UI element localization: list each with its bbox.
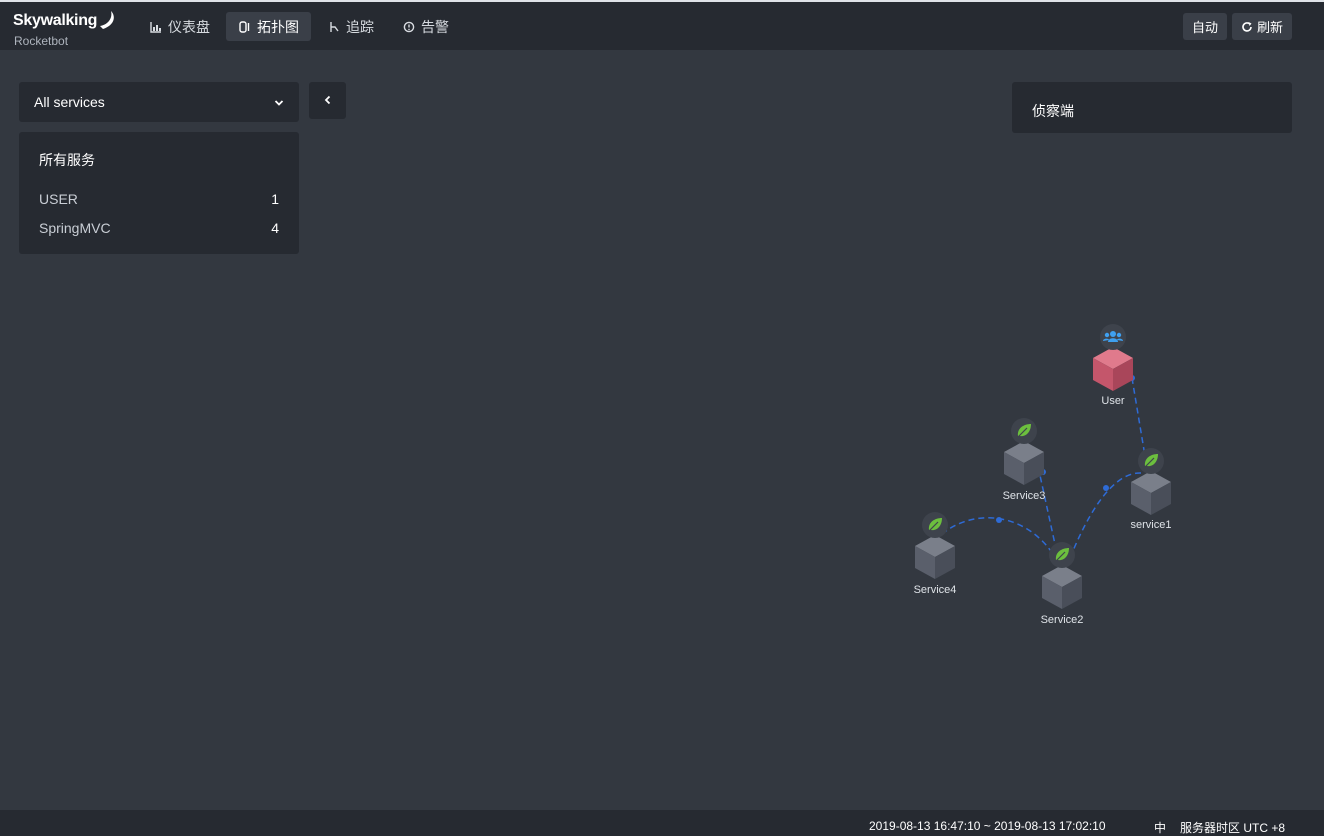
service-row-user[interactable]: USER 1 xyxy=(39,191,279,220)
refresh-button-label: 刷新 xyxy=(1256,20,1283,35)
all-services-title: 所有服务 xyxy=(39,152,95,168)
service-count: 1 xyxy=(271,191,279,207)
users-icon xyxy=(1100,324,1126,350)
spring-leaf-icon xyxy=(1010,417,1038,445)
nav-dashboard[interactable]: 仪表盘 xyxy=(137,12,222,41)
node-label: service1 xyxy=(1131,519,1172,531)
spring-leaf-icon xyxy=(1137,447,1165,475)
topology-icon xyxy=(238,20,252,34)
footer-bar: 2019-08-13 16:47:10 ~ 2019-08-13 17:02:1… xyxy=(0,810,1324,836)
nav-trace[interactable]: 追踪 xyxy=(315,12,386,41)
node-label: Service2 xyxy=(1041,614,1084,626)
topology-node-service4[interactable]: Service4 xyxy=(914,511,957,596)
topology-node-user[interactable]: User xyxy=(1093,324,1133,407)
main-nav: 仪表盘 拓扑图 追踪 告警 xyxy=(137,12,461,41)
detection-title: 侦察端 xyxy=(1032,103,1074,119)
time-range[interactable]: 2019-08-13 16:47:10 ~ 2019-08-13 17:02:1… xyxy=(869,819,1106,833)
header-actions: 自动 刷新 xyxy=(1182,13,1292,40)
nav-alarm[interactable]: 告警 xyxy=(390,12,461,41)
alarm-icon xyxy=(402,20,416,34)
service-name: USER xyxy=(39,191,78,207)
all-services-card: 所有服务 USER 1 SpringMVC 4 xyxy=(19,132,299,254)
service-select-value: All services xyxy=(34,94,105,110)
refresh-button[interactable]: 刷新 xyxy=(1231,13,1292,40)
nav-dashboard-label: 仪表盘 xyxy=(168,18,210,35)
chevron-down-icon xyxy=(274,94,284,110)
node-label: Service3 xyxy=(1003,490,1046,502)
topology-node-service3[interactable]: Service3 xyxy=(1003,417,1046,502)
spring-leaf-icon xyxy=(921,511,949,539)
top-header: Skywalking Rocketbot 仪表盘 拓扑图 追踪 xyxy=(0,2,1324,50)
nav-trace-label: 追踪 xyxy=(346,18,374,35)
skywalking-logo[interactable]: Skywalking Rocketbot xyxy=(13,10,114,50)
detection-card: 侦察端 xyxy=(1012,82,1292,133)
auto-button-label: 自动 xyxy=(1191,20,1218,35)
timezone: 服务器时区 UTC +8 xyxy=(1180,821,1286,835)
logo-swoosh-icon xyxy=(100,11,114,29)
node-label: User xyxy=(1101,395,1125,407)
link-service4-service2[interactable] xyxy=(941,517,1059,563)
service-row-springmvc[interactable]: SpringMVC 4 xyxy=(39,220,279,249)
auto-button[interactable]: 自动 xyxy=(1182,13,1227,40)
logo-sub: Rocketbot xyxy=(14,34,69,48)
trace-icon xyxy=(327,20,341,34)
node-label: Service4 xyxy=(914,584,957,596)
language-toggle[interactable]: 中 xyxy=(1154,821,1167,835)
bar-chart-icon xyxy=(149,20,163,34)
collapse-panel-button[interactable] xyxy=(309,82,346,119)
service-select[interactable]: All services xyxy=(19,82,299,122)
refresh-icon xyxy=(1241,21,1253,33)
topology-node-service2[interactable]: Service2 xyxy=(1041,541,1084,626)
topology-node-service1[interactable]: service1 xyxy=(1131,447,1172,531)
chevron-left-icon xyxy=(324,92,332,110)
link-service1-service2[interactable] xyxy=(1067,472,1142,564)
logo-brand: Skywalking xyxy=(13,12,98,29)
nav-alarm-label: 告警 xyxy=(421,18,449,35)
spring-leaf-icon xyxy=(1048,541,1076,569)
service-name: SpringMVC xyxy=(39,220,111,236)
nav-topology[interactable]: 拓扑图 xyxy=(226,12,311,41)
nav-topology-label: 拓扑图 xyxy=(257,18,299,35)
service-count: 4 xyxy=(271,220,279,236)
